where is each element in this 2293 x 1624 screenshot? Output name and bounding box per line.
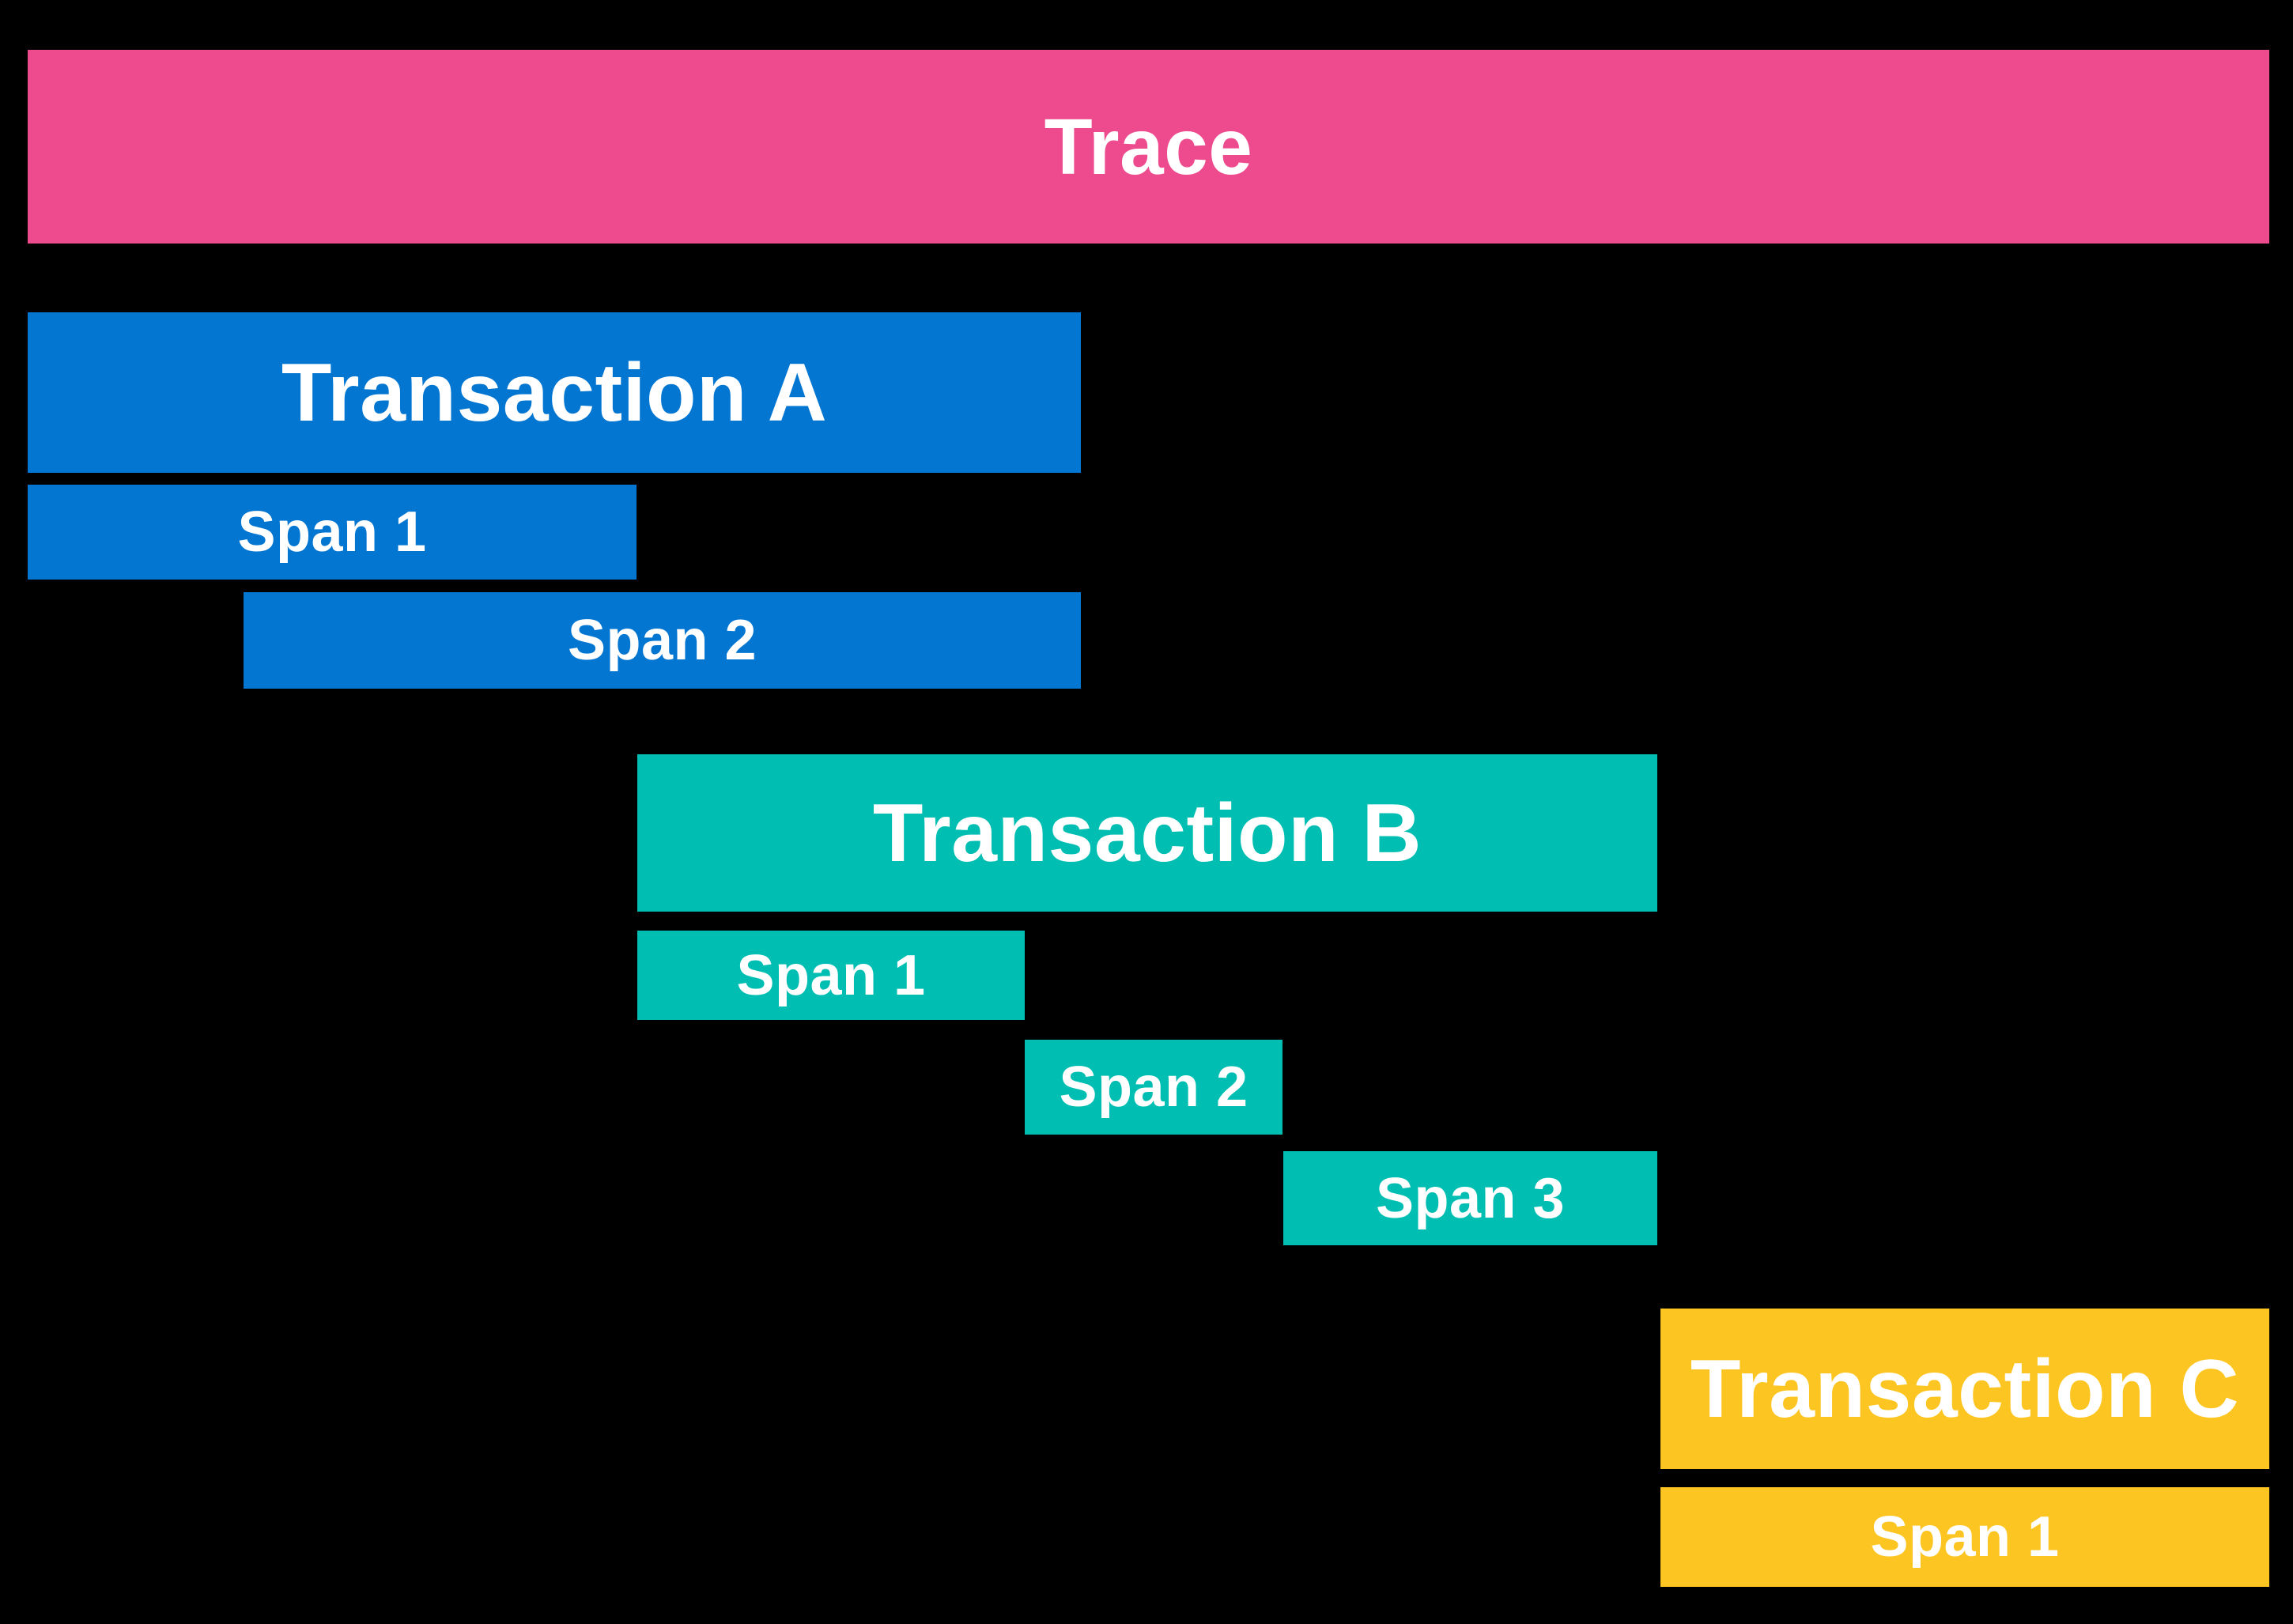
transaction-a-span-2-bar: Span 2	[244, 592, 1081, 689]
transaction-a-bar: Transaction A	[28, 312, 1081, 473]
transaction-c-bar: Transaction C	[1660, 1309, 2269, 1469]
transaction-b-span-3-bar: Span 3	[1283, 1151, 1657, 1245]
transaction-b-span-1-bar: Span 1	[637, 931, 1025, 1020]
transaction-a-span-2-bar-label: Span 2	[567, 609, 757, 672]
transaction-a-span-1-bar: Span 1	[28, 485, 637, 580]
transaction-b-bar-label: Transaction B	[872, 787, 1422, 879]
transaction-b-span-1-bar-label: Span 1	[736, 943, 926, 1007]
trace-bar-label: Trace	[1044, 102, 1253, 191]
transaction-c-span-1-bar: Span 1	[1660, 1487, 2269, 1587]
transaction-a-bar-label: Transaction A	[281, 346, 828, 439]
transaction-b-span-3-bar-label: Span 3	[1375, 1166, 1566, 1230]
trace-bar: Trace	[28, 50, 2269, 244]
transaction-b-span-2-bar-label: Span 2	[1059, 1056, 1248, 1119]
transaction-b-span-2-bar: Span 2	[1025, 1040, 1282, 1135]
transaction-c-bar-label: Transaction C	[1690, 1343, 2240, 1435]
transaction-b-bar: Transaction B	[637, 754, 1657, 912]
transaction-a-span-1-bar-label: Span 1	[237, 500, 427, 564]
transaction-c-span-1-bar-label: Span 1	[1870, 1505, 2060, 1569]
